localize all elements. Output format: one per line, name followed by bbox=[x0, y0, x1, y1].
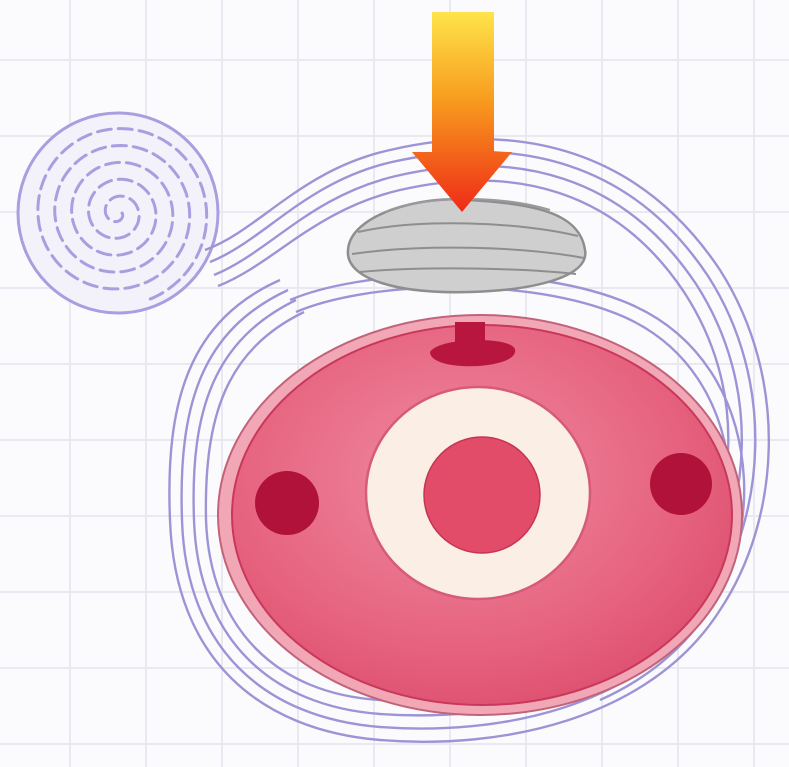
gauze-pad-body bbox=[348, 199, 585, 292]
wound-channel bbox=[455, 322, 485, 346]
gauze-pad-icon bbox=[348, 199, 585, 292]
bandage-roll-icon bbox=[18, 113, 218, 313]
limb-cross-section-icon bbox=[218, 315, 742, 715]
bandage-roll-outline bbox=[18, 113, 218, 313]
central-core bbox=[424, 437, 540, 553]
left-vessel bbox=[255, 471, 319, 535]
right-vessel bbox=[650, 453, 712, 515]
